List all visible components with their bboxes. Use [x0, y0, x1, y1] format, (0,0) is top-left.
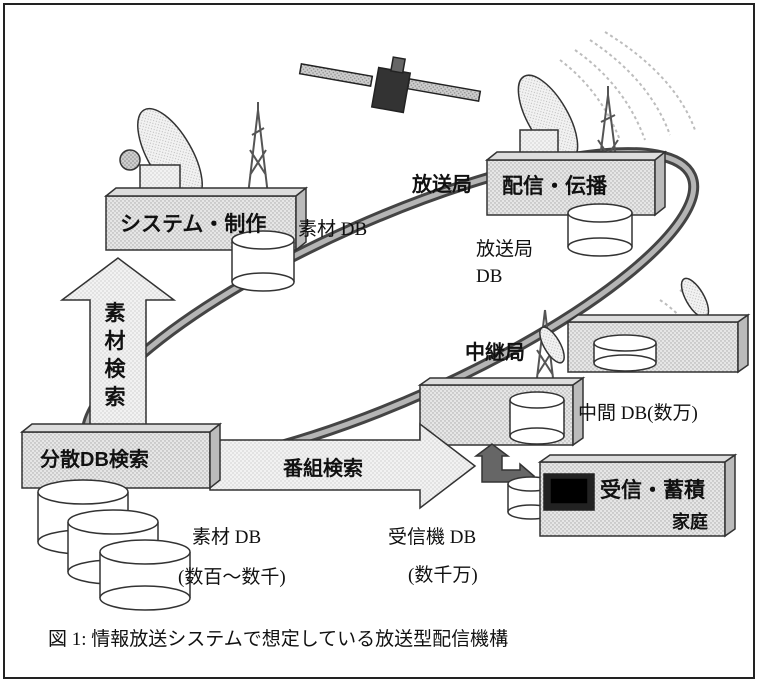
db-cylinders-material: [37, 479, 191, 611]
label-station-db-1: 放送局: [476, 239, 534, 260]
dish-system: [119, 107, 203, 203]
db-cylinder-relay: [509, 391, 565, 445]
db-cylinder-system: [231, 230, 295, 292]
label-program-search: 番組検索: [283, 458, 363, 480]
figure-frame: [3, 3, 755, 679]
label-system: システム・制作: [120, 213, 267, 236]
tv-set-icon: [543, 473, 595, 511]
label-material-db-count: (数百～数千): [178, 567, 286, 588]
box-distribution: [484, 150, 668, 217]
label-distribution: 配信・伝播: [502, 175, 607, 198]
label-receiver-db: 受信機 DB: [388, 527, 477, 548]
label-dist-search: 分散DB検索: [40, 449, 149, 471]
box-dist-search: [19, 422, 223, 490]
label-relay-db: 中間 DB(数万): [578, 403, 698, 424]
label-material-db: 素材 DB: [192, 527, 262, 548]
label-home: 家庭: [672, 512, 708, 532]
label-station-db-2: DB: [476, 266, 503, 287]
satellite: [298, 56, 482, 114]
figure-caption: 図 1: 情報放送システムで想定している放送型配信機構: [48, 629, 509, 650]
db-cylinder-station: [567, 203, 633, 257]
label-relay: 中継局: [465, 342, 525, 364]
label-receiver-db-count: (数千万): [408, 565, 478, 586]
program-search-arrow: [209, 422, 477, 510]
label-material-search: 素材検索: [104, 302, 126, 409]
db-cylinder-relay-top: [593, 334, 657, 372]
label-station: 放送局: [412, 174, 472, 196]
dish-relay: [539, 277, 710, 364]
tower-system: [247, 102, 269, 196]
label-system-db: 素材 DB: [298, 219, 368, 240]
label-receive-store: 受信・蓄積: [600, 479, 705, 502]
